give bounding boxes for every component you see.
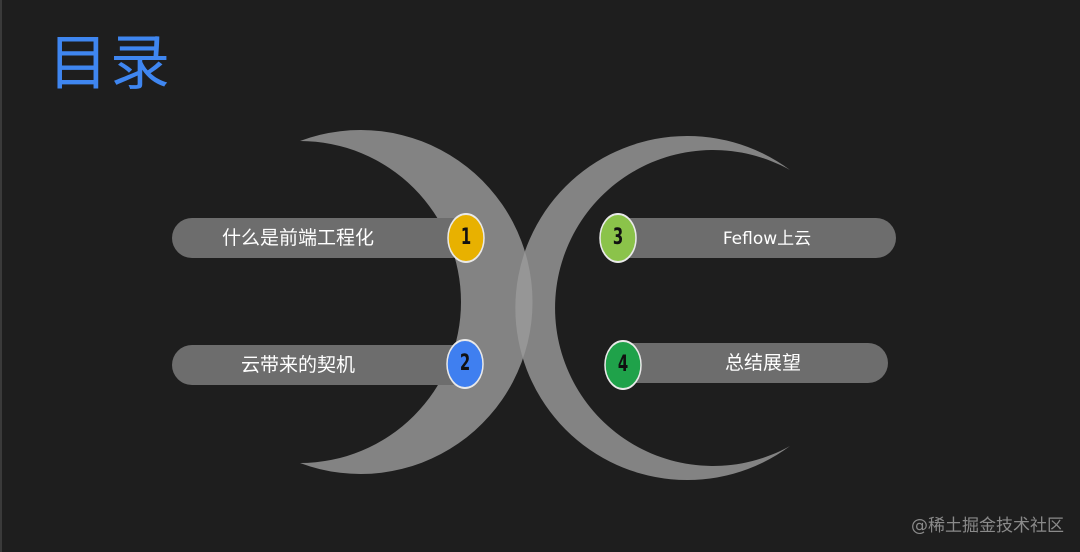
watermark-text: @稀土掘金技术社区 [911, 516, 1064, 536]
slide-left-edge [0, 0, 2, 552]
toc-item-2-bar[interactable]: 云带来的契机 [172, 345, 472, 385]
left-crescent-arc [300, 130, 533, 474]
toc-item-3-number-badge: 3 [599, 213, 637, 263]
page-title: 目录 [48, 29, 172, 99]
toc-item-1-number-badge: 1 [447, 213, 485, 263]
toc-item-2-number-badge: 2 [446, 339, 484, 389]
toc-item-4-number-badge: 4 [604, 340, 642, 390]
toc-item-1-label: 什么是前端工程化 [221, 227, 374, 249]
toc-item-4-bar[interactable]: 总结展望 [608, 343, 888, 383]
toc-item-4-label: 总结展望 [724, 352, 801, 374]
toc-item-2-label: 云带来的契机 [240, 354, 355, 376]
toc-item-1-bar[interactable]: 什么是前端工程化 [172, 218, 472, 258]
right-crescent-arc [515, 136, 790, 480]
toc-item-3-label: Feflow上云 [722, 229, 812, 249]
toc-item-3-bar[interactable]: Feflow上云 [608, 218, 896, 258]
